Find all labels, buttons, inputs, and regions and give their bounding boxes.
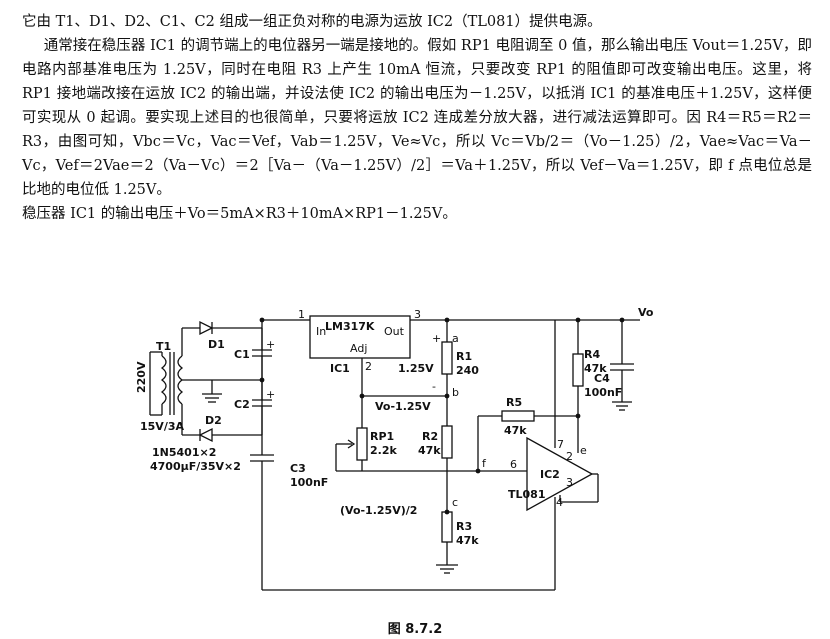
r3-value: 47k: [456, 534, 479, 547]
r4-symbol: [572, 353, 584, 387]
c3-label: C3: [290, 462, 306, 475]
d1-label: D1: [208, 338, 225, 351]
rp1-label: RP1: [370, 430, 394, 443]
vo-label: Vo: [638, 306, 654, 319]
ic2-label: IC2: [540, 468, 560, 481]
node-a-label: a: [452, 332, 459, 345]
r1-label: R1: [456, 350, 472, 363]
ic1-in-label: In: [316, 325, 326, 338]
pin3-label: 3: [414, 308, 421, 321]
c3-value: 100nF: [290, 476, 328, 489]
c4-label: C4: [594, 372, 610, 385]
ic1-label: IC1: [330, 362, 350, 375]
ic1-box: [309, 315, 411, 359]
c1-label: C1: [234, 348, 250, 361]
pin3b-label: 3: [566, 476, 573, 489]
r1-symbol: [441, 341, 453, 375]
node-b-label: b: [452, 386, 459, 399]
body-text: 它由 T1、D1、D2、C1、C2 组成一组正负对称的电源为运放 IC2（TL0…: [22, 10, 812, 226]
circuit-diagram: LM317K In Out Adj IC1 1 2 3 Vo a b c e f…: [135, 306, 654, 591]
primary-voltage: 220V: [135, 361, 148, 393]
d2-label: D2: [205, 414, 222, 427]
paragraph-3: 稳压器 IC1 的输出电压＋Vo＝5mA×R3＋10mA×RP1－1.25V。: [22, 206, 457, 222]
figure-caption: 图 8.7.2: [387, 622, 443, 637]
r4-value: 47k: [584, 362, 607, 375]
r5-symbol: [501, 410, 535, 422]
node-f-label: f: [482, 457, 487, 470]
ic2-name: TL081: [508, 488, 545, 501]
r4-label: R4: [584, 348, 600, 361]
r1-value: 240: [456, 364, 479, 377]
node-c-label: c: [452, 496, 458, 509]
pin1-label: 1: [298, 308, 305, 321]
minus-sign: -: [432, 380, 436, 393]
c2-plus: +: [266, 388, 275, 401]
pin2-label: 2: [365, 360, 372, 373]
vo-minus-label: Vo-1.25V: [375, 400, 431, 413]
r2-value: 47k: [418, 444, 441, 457]
c4-value: 100nF: [584, 386, 622, 399]
r3-symbol: [441, 511, 453, 543]
v125-label: 1.25V: [398, 362, 434, 375]
r2-label: R2: [422, 430, 438, 443]
vc-label: (Vo-1.25V)/2: [340, 504, 417, 517]
ic2-symbol: [526, 436, 594, 512]
r2-symbol: [441, 425, 453, 459]
pin4-label: 4: [556, 496, 563, 509]
pin6-label: 6: [510, 458, 517, 471]
secondary-spec: 15V/3A: [140, 420, 184, 433]
node-e-label: e: [580, 444, 587, 457]
r5-value: 47k: [504, 424, 527, 437]
c1-plus: +: [266, 338, 275, 351]
diode-spec: 1N5401×2: [152, 446, 216, 459]
pin2b-label: 2: [566, 450, 573, 463]
t1-label: T1: [156, 340, 171, 353]
ic1-name: LM317K: [325, 320, 375, 333]
rp1-value: 2.2k: [370, 444, 397, 457]
paragraph-1: 它由 T1、D1、D2、C1、C2 组成一组正负对称的电源为运放 IC2（TL0…: [22, 14, 602, 30]
r3-label: R3: [456, 520, 472, 533]
paragraph-2: 通常接在稳压器 IC1 的调节端上的电位器另一端是接地的。假如 RP1 电阻调至…: [22, 38, 812, 198]
plus-sign: +: [432, 332, 441, 345]
rp1-symbol: [356, 427, 368, 461]
c2-label: C2: [234, 398, 250, 411]
ic1-adj-label: Adj: [350, 342, 367, 355]
r5-label: R5: [506, 396, 522, 409]
pin7-label: 7: [557, 438, 564, 451]
ic1-out-label: Out: [384, 325, 405, 338]
capacitor-spec: 4700μF/35V×2: [150, 460, 241, 473]
